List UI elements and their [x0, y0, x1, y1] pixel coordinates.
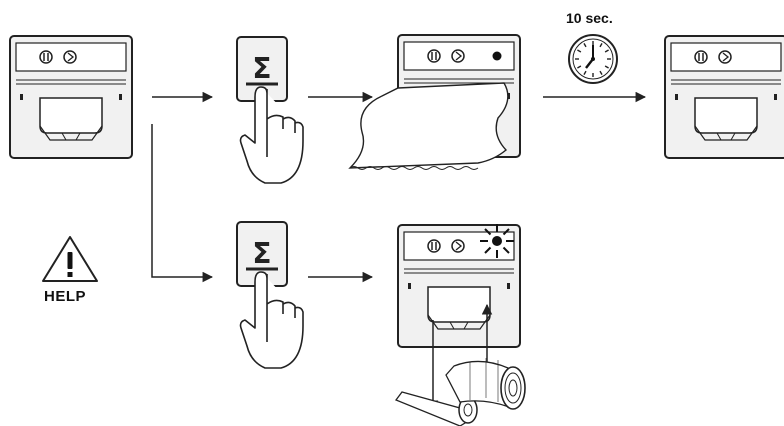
paper-tear-edge [349, 166, 479, 170]
arrow-to-key-bottom [151, 124, 214, 283]
new-paper-roll [445, 358, 526, 410]
status-led-blinking [480, 224, 514, 258]
printer-final [664, 35, 784, 159]
sigma-key-press-top: Σ [235, 35, 305, 185]
warning-triangle-icon [42, 236, 98, 282]
sigma-symbol: Σ [252, 52, 271, 85]
help-label: HELP [44, 288, 87, 305]
printer-paper-change [397, 224, 521, 412]
flow-arrows [151, 91, 647, 283]
sigma-symbol: Σ [252, 237, 271, 270]
printer-printing [348, 34, 521, 170]
clock-icon [568, 34, 618, 84]
timer-label: 10 sec. [566, 10, 613, 26]
paper-output [348, 82, 509, 169]
sigma-key-press-bottom: Σ [235, 220, 305, 370]
status-led-on [492, 51, 502, 61]
printer-initial [9, 35, 133, 159]
